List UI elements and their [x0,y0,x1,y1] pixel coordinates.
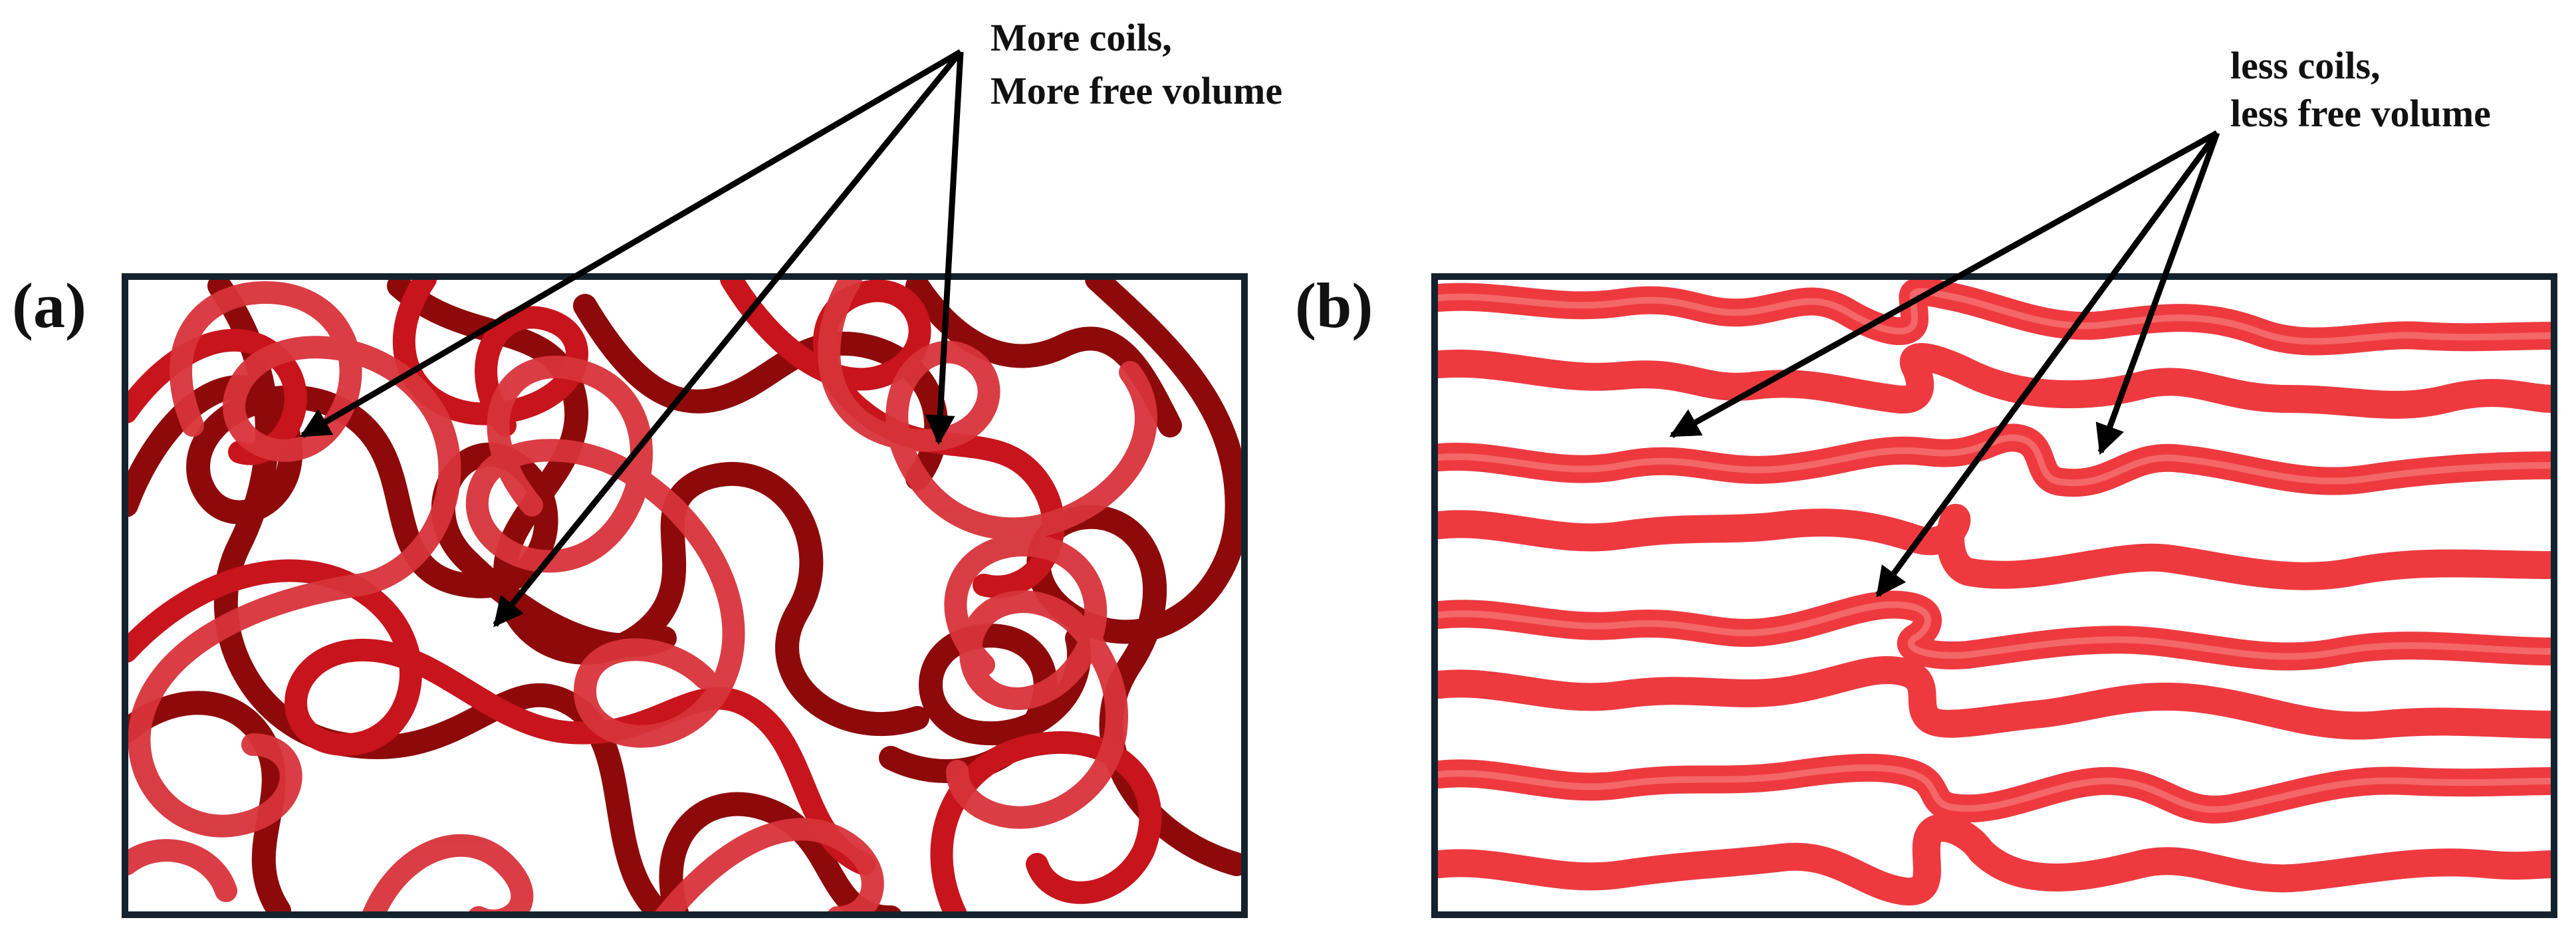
aligned-chain [1435,343,2554,419]
panel-a-arrows [300,49,964,628]
panel-b-arrows [1669,130,2220,598]
pointer-arrow [1669,130,2219,438]
aligned-chain-highlight [1436,764,2554,813]
pointer-arrow [1875,131,2220,598]
pointer-arrow [493,50,963,628]
panel-b-frame [1431,273,2557,918]
pointer-arrow [2095,132,2220,455]
aligned-chain-highlight [1436,434,2554,487]
panel-b-annotation-line1: less coils, [2230,44,2381,87]
coiled-chain [465,356,745,748]
panel-b: (b) less coils, less free volume [1295,44,2557,918]
aligned-chain [1435,814,2554,906]
aligned-chain [1435,503,2554,590]
coiled-chain [653,818,884,915]
coiled-chain [361,834,534,915]
aligned-chain-highlight [1436,601,2554,660]
pointer-arrow [300,49,963,438]
coiled-chain [818,277,1157,540]
panel-a: (a) More coils, More free volume [12,16,1282,918]
coiled-chain [659,792,903,915]
pointer-arrow [925,51,964,445]
coiled-chain [125,839,237,902]
coiled-chain [930,731,1162,915]
panel-a-annotation-line1: More coils, [991,16,1172,59]
panel-b-label: (b) [1295,270,1373,341]
aligned-chain [1435,656,2554,740]
panel-a-annotation-line2: More free volume [991,69,1282,112]
aligned-chain-highlight [1436,288,2554,345]
coiled-chain [128,281,461,838]
panel-a-frame [122,273,1248,918]
aligned-chains [1435,277,2554,906]
coiled-chain [944,534,1128,829]
coiled-chains [125,277,1244,915]
panel-a-label: (a) [12,270,86,341]
panel-b-annotation-line2: less free volume [2230,92,2491,135]
